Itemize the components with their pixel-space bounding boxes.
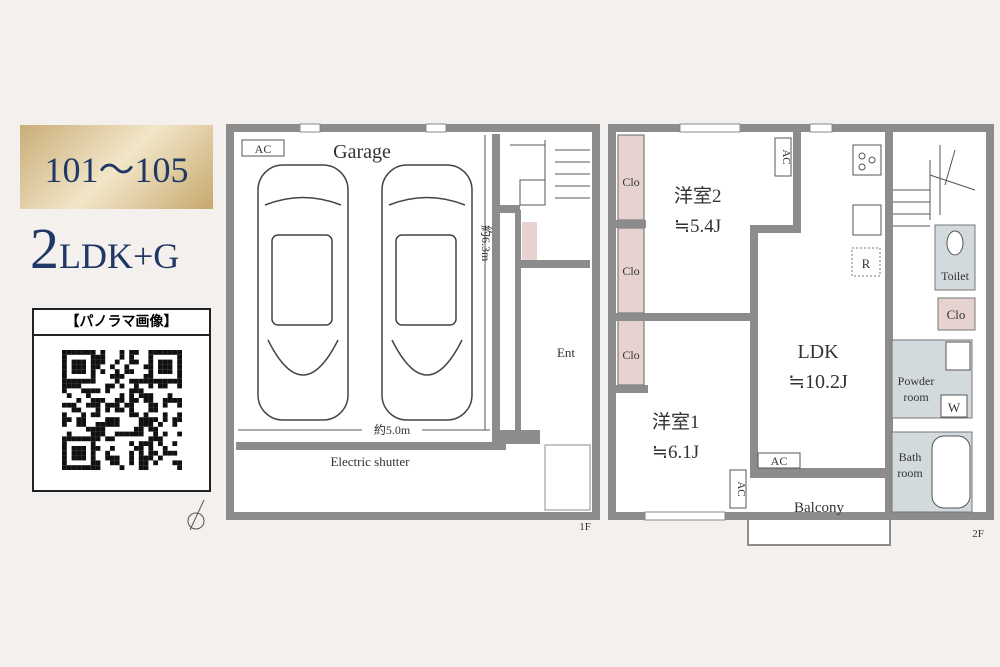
shutter-label: Electric shutter (330, 454, 410, 469)
floor-label-1f: 1F (579, 521, 591, 533)
room1-name: 洋室1 (652, 411, 700, 433)
washer-label: W (948, 400, 961, 415)
width-label: 約5.0m (374, 422, 411, 437)
ldk-size: ≒10.2J (788, 371, 848, 393)
compass-icon (187, 499, 205, 531)
room2-name: 洋室2 (674, 185, 722, 207)
washbasin-icon (945, 341, 971, 371)
bath-label: room (897, 466, 923, 480)
closet (937, 297, 976, 331)
room1-size: ≒6.1J (652, 442, 699, 463)
sink-icon (519, 179, 546, 206)
ac-label: AC (255, 142, 272, 156)
toilet-label: Toilet (941, 269, 969, 283)
stove-icon (852, 144, 882, 176)
closet-label: Clo (622, 175, 639, 189)
floor-label-2f: 2F (972, 528, 984, 540)
kitchen-sink-icon (852, 204, 882, 236)
closet-label: Clo (622, 348, 639, 362)
stairs-icon (893, 145, 976, 227)
layout-number: 2 (30, 216, 59, 281)
stairs-icon (510, 140, 590, 205)
closet-label: Clo (622, 264, 639, 278)
layout-type: 2LDK+G (30, 215, 179, 282)
bathtub-icon (931, 435, 971, 509)
closet-label: Clo (947, 307, 966, 322)
closet (617, 319, 645, 386)
depth-label: 約6.3m (479, 225, 494, 262)
qr-code-icon[interactable] (34, 336, 209, 486)
powder-label: room (903, 390, 929, 404)
car-icon (257, 164, 349, 421)
ac-label: AC (735, 481, 747, 496)
floor-1: AC Garage 約6.3m 約5.0m Electric shutter E… (226, 123, 600, 533)
washer-icon (940, 394, 968, 418)
unit-range: 101～105 (44, 150, 189, 190)
layout-suffix: LDK+G (59, 236, 180, 276)
ldk-name: LDK (797, 341, 839, 363)
panorama-label: 【パノラマ画像】 (34, 310, 209, 336)
unit-range-badge: 101～105 (20, 125, 213, 209)
ac-label: AC (771, 454, 788, 468)
fridge-label: R (862, 256, 871, 271)
balcony-label: Balcony (794, 500, 844, 516)
powder-label: Powder (898, 374, 935, 388)
shoe-closet (522, 222, 537, 260)
garage-label: Garage (333, 141, 391, 163)
floor-2: Clo Clo Clo 洋室2 ≒5.4J 洋室1 ≒6.1J LDK ≒10.… (608, 123, 994, 546)
ac-label: AC (780, 149, 792, 164)
toilet-icon (946, 230, 964, 256)
fridge-space (851, 247, 881, 277)
room2-size: ≒5.4J (674, 216, 721, 237)
panorama-qr-box[interactable]: 【パノラマ画像】 (32, 308, 211, 492)
closet (617, 134, 645, 221)
bath-label: Bath (899, 450, 922, 464)
entrance-label: Ent (557, 345, 575, 360)
car-icon (381, 164, 473, 421)
garage-wall (492, 134, 500, 444)
